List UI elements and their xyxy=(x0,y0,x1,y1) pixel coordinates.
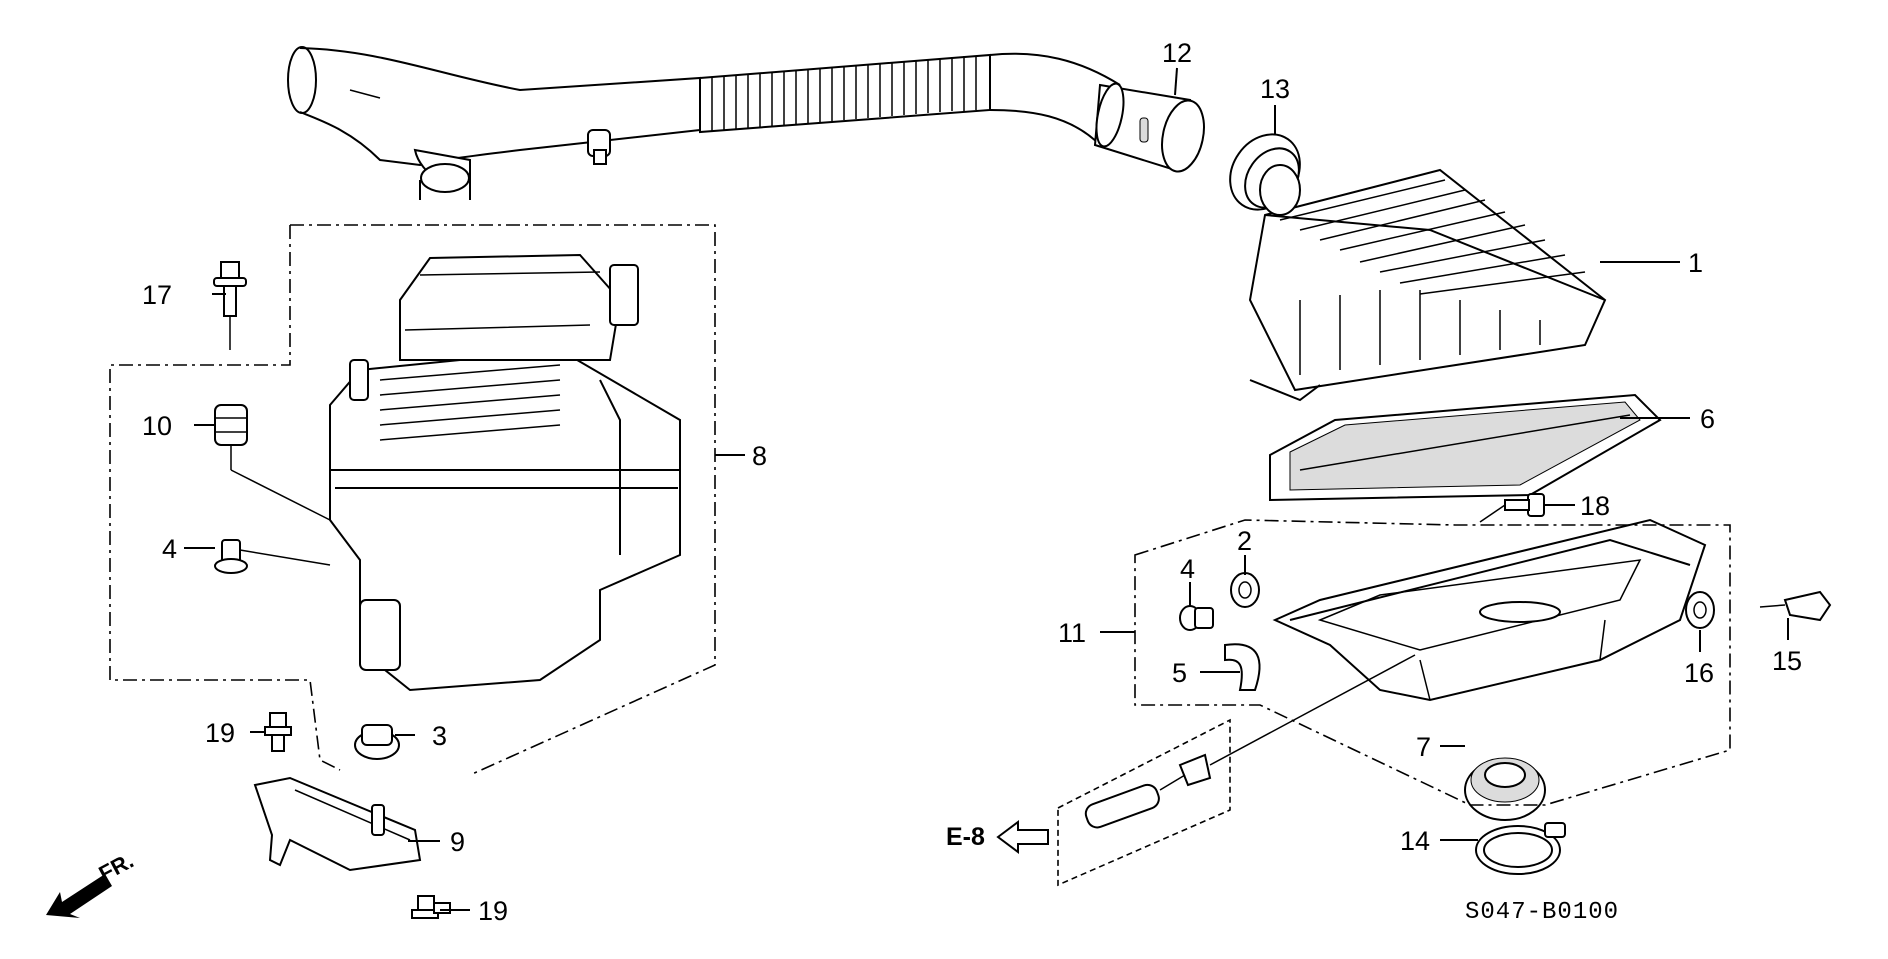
part-4-collar-right xyxy=(1179,605,1214,631)
part-3-grommet xyxy=(354,724,400,760)
leader-lines xyxy=(184,67,1789,911)
callout-1: 1 xyxy=(1688,248,1703,278)
callout-6: 6 xyxy=(1700,404,1715,434)
callout-7: 7 xyxy=(1416,732,1431,762)
callout-2: 2 xyxy=(1237,526,1252,556)
diagram-code: S047-B0100 xyxy=(1465,899,1619,926)
resonator-housing xyxy=(329,253,681,692)
callout-4-right: 4 xyxy=(1180,554,1195,584)
callout-8: 8 xyxy=(752,441,767,471)
reference-arrow-e8[interactable]: E-8 xyxy=(946,820,1049,854)
filled-arrow-down-left-icon xyxy=(46,874,112,918)
part-16-grommet xyxy=(1685,591,1715,629)
callout-3: 3 xyxy=(432,721,447,751)
part-5-clamp xyxy=(1224,643,1261,691)
callout-18: 18 xyxy=(1580,491,1610,521)
intake-duct xyxy=(287,46,1205,200)
reference-label: E-8 xyxy=(946,823,985,851)
drain-hose-detail xyxy=(1057,654,1416,887)
part-18-bolt xyxy=(1479,493,1545,523)
group-bracket-11 xyxy=(1100,519,1731,806)
callout-labels: 1 2 3 4 4 5 6 7 8 9 10 11 12 13 14 15 16… xyxy=(142,38,1802,926)
part-19-bolt-lower xyxy=(411,895,451,919)
part-10-grommet xyxy=(214,404,248,470)
callout-4-left: 4 xyxy=(162,534,177,564)
callout-5: 5 xyxy=(1172,658,1187,688)
callout-19-upper: 19 xyxy=(205,718,235,748)
part-14-clamp xyxy=(1475,822,1566,875)
callout-9: 9 xyxy=(450,827,465,857)
callout-14: 14 xyxy=(1400,826,1430,856)
part-9-bracket xyxy=(253,776,422,872)
filter-element xyxy=(1269,393,1662,502)
group-bracket-8 xyxy=(109,224,745,776)
callout-19-lower: 19 xyxy=(478,896,508,926)
part-15-sensor xyxy=(1759,590,1832,622)
outline-arrow-left-icon xyxy=(996,820,1049,854)
air-cleaner-cover xyxy=(1248,164,1607,402)
callout-15: 15 xyxy=(1772,646,1802,676)
callout-16: 16 xyxy=(1684,658,1714,688)
front-indicator: FR. xyxy=(46,848,138,918)
part-4-collar-left xyxy=(214,539,248,574)
air-cleaner-case xyxy=(1272,518,1707,702)
callout-12: 12 xyxy=(1162,38,1192,68)
callout-17: 17 xyxy=(142,280,172,310)
bellows-ridges xyxy=(711,56,977,131)
part-19-bolt-upper xyxy=(264,712,292,752)
part-2-grommet xyxy=(1230,572,1260,608)
part-17-bolt xyxy=(213,261,247,350)
callout-11: 11 xyxy=(1058,618,1086,648)
callout-10: 10 xyxy=(142,411,172,441)
callout-13: 13 xyxy=(1260,74,1290,104)
part-7-seal xyxy=(1464,757,1546,821)
